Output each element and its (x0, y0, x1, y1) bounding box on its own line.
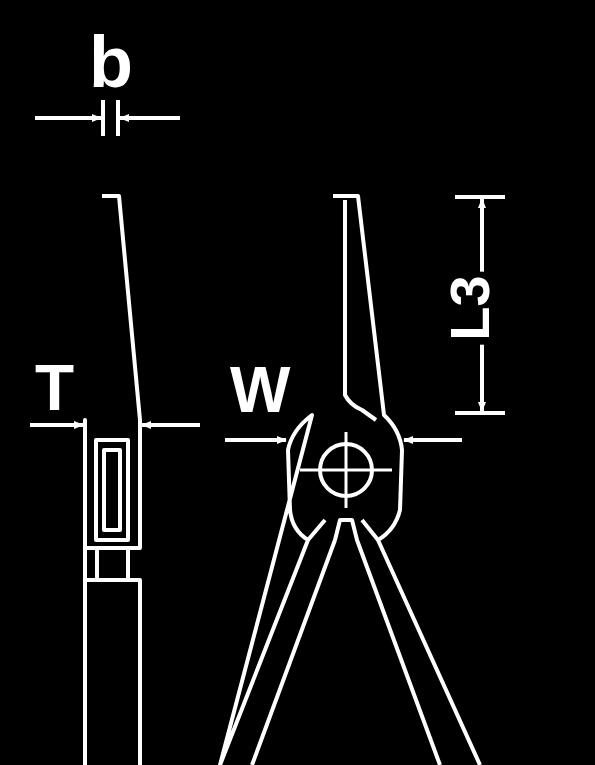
joint-slot (96, 440, 128, 540)
dimension-arrow (30, 423, 83, 427)
handle-gap (252, 520, 440, 765)
jaw-gap (345, 200, 376, 420)
dimension-arrow (120, 116, 180, 120)
handle-edge (308, 520, 378, 540)
side-view-line (85, 546, 140, 550)
side-view-outline (85, 196, 140, 765)
dimension-arrow (35, 116, 101, 120)
extension-line (116, 100, 120, 136)
dimension-label: W (230, 358, 290, 422)
side-view-line (85, 578, 140, 582)
dimension-label: L3 (440, 271, 500, 344)
dimension-arrow (225, 438, 286, 442)
dimension-label: T (35, 356, 74, 420)
extension-line (101, 100, 105, 136)
extension-line (455, 195, 505, 199)
center-line (300, 469, 392, 472)
dimension-arrow (142, 423, 200, 427)
extension-line (455, 411, 505, 415)
dimension-label: b (89, 26, 133, 98)
joint-slot-inner (104, 450, 120, 530)
dimension-arrow (404, 438, 462, 442)
